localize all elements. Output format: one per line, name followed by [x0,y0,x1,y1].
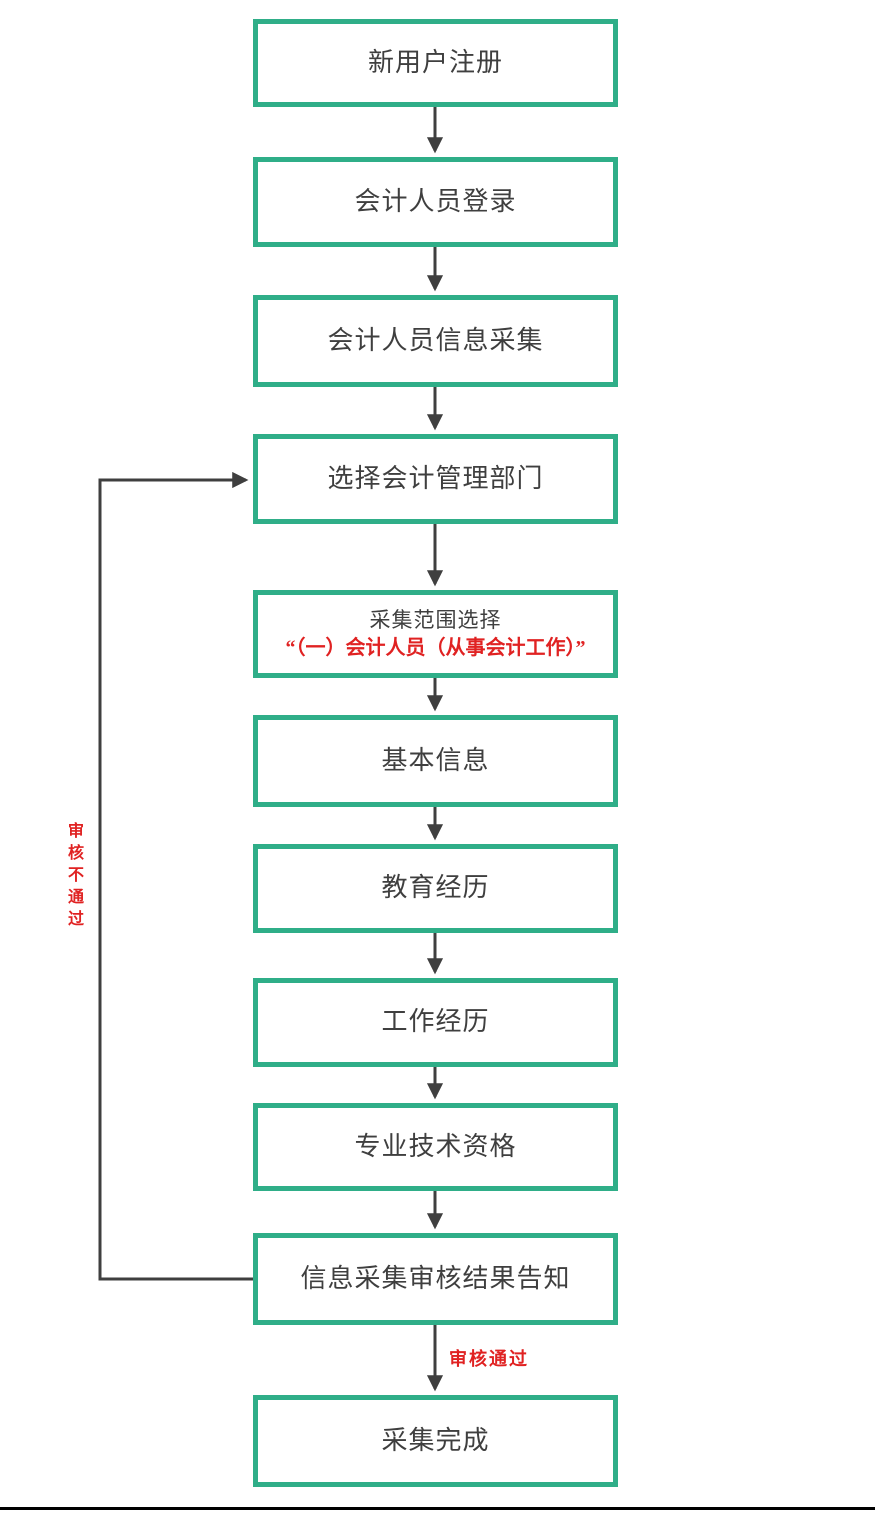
node-complete-label: 采集完成 [381,1425,490,1455]
node-basic-info-label: 基本信息 [381,745,490,775]
node-professional-qualification: 专业技术资格 [253,1103,618,1191]
node-education-label: 教育经历 [381,873,490,903]
reject-loop-arrow [98,471,253,1281]
node-info-collection-label: 会计人员信息采集 [327,325,544,355]
node-info-collection: 会计人员信息采集 [253,295,618,387]
node-register: 新用户注册 [253,19,618,107]
node-education: 教育经历 [253,844,618,933]
node-work-experience-label: 工作经历 [381,1007,490,1037]
node-login-label: 会计人员登录 [354,186,517,216]
node-scope-select-label: 采集范围选择 [369,607,502,632]
node-basic-info: 基本信息 [253,715,618,807]
node-select-dept: 选择会计管理部门 [253,434,618,524]
node-scope-select: 采集范围选择 “（一）会计人员（从事会计工作）” [253,590,618,678]
node-professional-qualification-label: 专业技术资格 [354,1131,517,1161]
node-work-experience: 工作经历 [253,978,618,1067]
node-select-dept-label: 选择会计管理部门 [327,463,544,493]
node-register-label: 新用户注册 [367,47,503,77]
node-login: 会计人员登录 [253,157,618,247]
edge-label-reject: 审核不通过 [65,822,82,932]
node-scope-select-highlight: “（一）会计人员（从事会计工作）” [285,637,586,660]
page-bottom-rule [0,1507,875,1510]
node-complete: 采集完成 [253,1395,618,1487]
edge-label-approve: 审核通过 [449,1349,529,1369]
node-review-result-label: 信息采集审核结果告知 [300,1263,571,1293]
node-review-result: 信息采集审核结果告知 [253,1233,618,1325]
